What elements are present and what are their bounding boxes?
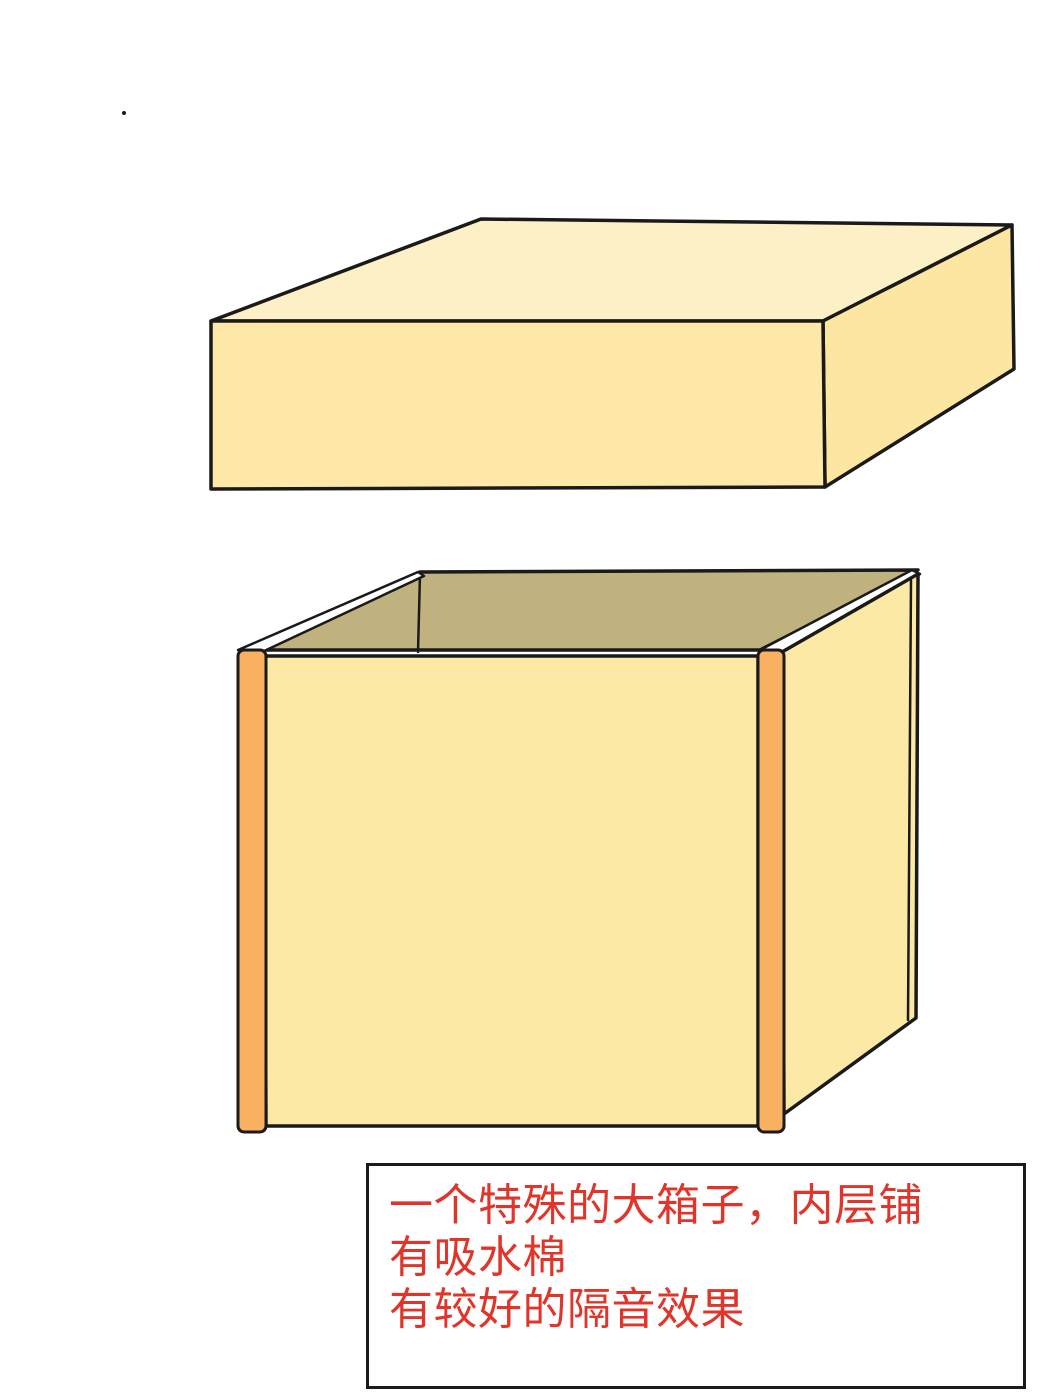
foam-strip-left [236, 648, 268, 1134]
caption-line-2: 有吸水棉 [389, 1232, 567, 1283]
box-lid [209, 217, 1016, 491]
box-front-face [262, 654, 760, 1128]
open-box [236, 568, 922, 1134]
caption-line-1: 一个特殊的大箱子，内层铺 [389, 1180, 923, 1231]
box-side-edge [906, 578, 913, 1022]
box-interior-corner [416, 572, 422, 654]
caption-box: 一个特殊的大箱子，内层铺 有吸水棉 有较好的隔音效果 [366, 1163, 1026, 1389]
caption-line-3: 有较好的隔音效果 [389, 1284, 745, 1335]
stray-dot [122, 111, 126, 115]
box-side-face [780, 572, 920, 1116]
foam-strip-right [756, 648, 786, 1134]
lid-front-face [209, 319, 827, 491]
